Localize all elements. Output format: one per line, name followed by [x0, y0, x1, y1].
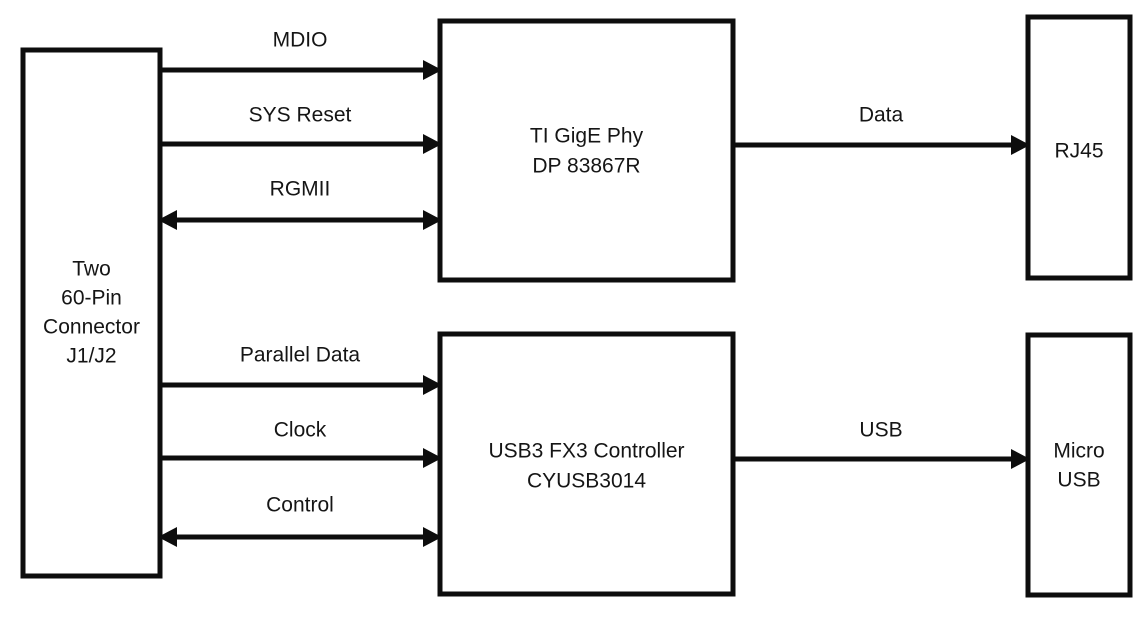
- data-label: Data: [859, 104, 904, 127]
- block-ti-gige-phy[interactable]: TI GigE Phy DP 83867R: [437, 18, 736, 283]
- usb-controller-label-line-2: CYUSB3014: [527, 470, 646, 493]
- usb-controller-box[interactable]: [437, 331, 736, 597]
- mdio-label: MDIO: [273, 29, 328, 52]
- connector-label-line-3: Connector: [43, 316, 140, 339]
- connector-box[interactable]: [20, 47, 163, 579]
- connection-rgmii[interactable]: RGMII: [158, 178, 442, 230]
- micro-usb-box[interactable]: [1025, 332, 1133, 598]
- connection-data[interactable]: Data: [733, 104, 1030, 155]
- rgmii-label: RGMII: [270, 178, 331, 201]
- connection-control[interactable]: Control: [158, 494, 442, 547]
- data-arrowhead-right: [1011, 135, 1030, 155]
- connector-label-line-1: Two: [72, 258, 111, 281]
- block-two-60-pin-connector[interactable]: Two 60-Pin Connector J1/J2: [20, 47, 163, 579]
- phy-box[interactable]: [437, 18, 736, 283]
- mdio-arrowhead-right: [423, 60, 442, 80]
- rj45-label-line-1: RJ45: [1054, 140, 1103, 163]
- usb-arrowhead-right: [1011, 449, 1030, 469]
- clock-label: Clock: [274, 419, 327, 442]
- block-micro-usb-jack[interactable]: Micro USB: [1025, 332, 1133, 598]
- usb-label: USB: [859, 419, 902, 442]
- connector-label-line-4: J1/J2: [66, 345, 116, 368]
- connection-mdio[interactable]: MDIO: [160, 29, 442, 80]
- connection-usb[interactable]: USB: [733, 419, 1030, 469]
- micro-usb-label-line-2: USB: [1057, 469, 1100, 492]
- control-label: Control: [266, 494, 334, 517]
- phy-label-line-1: TI GigE Phy: [530, 125, 644, 148]
- block-usb3-fx3-controller[interactable]: USB3 FX3 Controller CYUSB3014: [437, 331, 736, 597]
- connection-clock[interactable]: Clock: [160, 419, 442, 468]
- sys-reset-arrowhead-right: [423, 134, 442, 154]
- rj45-box[interactable]: [1025, 14, 1133, 281]
- connection-sys-reset[interactable]: SYS Reset: [160, 104, 442, 154]
- parallel-data-label: Parallel Data: [240, 344, 361, 367]
- phy-label-line-2: DP 83867R: [532, 155, 640, 178]
- control-arrowhead-right: [423, 527, 442, 547]
- usb-controller-label-line-1: USB3 FX3 Controller: [488, 440, 684, 463]
- rgmii-arrowhead-left: [158, 210, 177, 230]
- rgmii-arrowhead-right: [423, 210, 442, 230]
- block-rj45-jack[interactable]: RJ45: [1025, 14, 1133, 281]
- connection-parallel-data[interactable]: Parallel Data: [160, 344, 442, 395]
- clock-arrowhead-right: [423, 448, 442, 468]
- sys-reset-label: SYS Reset: [249, 104, 352, 127]
- parallel-data-arrowhead-right: [423, 375, 442, 395]
- control-arrowhead-left: [158, 527, 177, 547]
- micro-usb-label-line-1: Micro: [1053, 440, 1104, 463]
- connector-label-line-2: 60-Pin: [61, 287, 122, 310]
